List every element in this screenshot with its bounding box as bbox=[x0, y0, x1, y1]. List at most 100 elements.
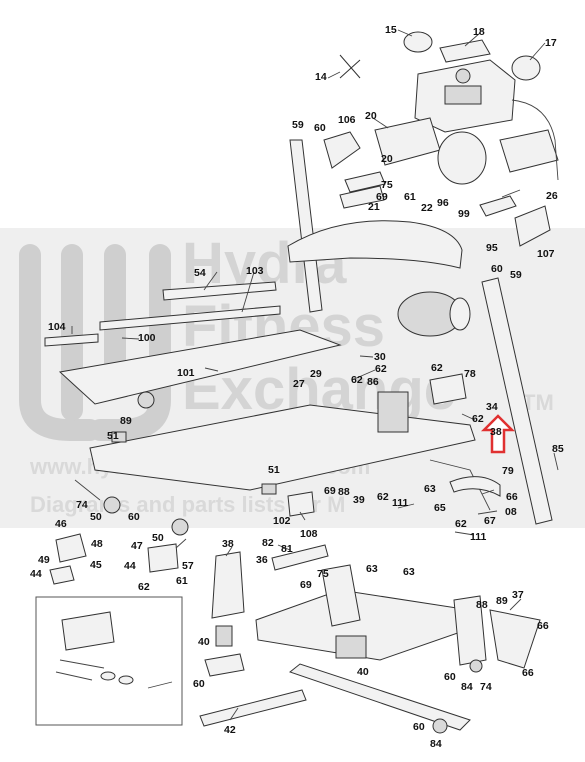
label-20b: 20 bbox=[381, 153, 393, 165]
label-38a: 38 bbox=[490, 426, 502, 438]
running-belt bbox=[58, 329, 342, 405]
frame-lower bbox=[199, 544, 541, 734]
wheel-50-right bbox=[171, 518, 189, 536]
label-89b: 89 bbox=[496, 595, 508, 607]
part-48 bbox=[55, 533, 87, 563]
label-69b: 69 bbox=[324, 485, 336, 497]
label-62g: 62 bbox=[138, 581, 150, 593]
console-top-panel bbox=[439, 39, 491, 63]
label-20a: 20 bbox=[365, 110, 377, 122]
label-14: 14 bbox=[315, 71, 327, 83]
grip-99 bbox=[479, 195, 517, 217]
label-107: 107 bbox=[537, 248, 555, 260]
cross-bar-42 bbox=[199, 689, 307, 727]
cover-106 bbox=[323, 131, 361, 169]
label-78: 78 bbox=[464, 368, 476, 380]
label-82: 82 bbox=[262, 537, 274, 549]
frame-upper bbox=[287, 139, 553, 525]
frame-links bbox=[74, 459, 491, 511]
label-21: 21 bbox=[368, 201, 380, 213]
pedal-102 bbox=[287, 491, 315, 517]
label-61a: 61 bbox=[404, 191, 416, 203]
label-84a: 84 bbox=[461, 681, 473, 693]
label-102: 102 bbox=[273, 515, 291, 527]
label-44a: 44 bbox=[30, 568, 42, 580]
grip-75 bbox=[344, 171, 386, 193]
label-40a: 40 bbox=[198, 636, 210, 648]
label-22: 22 bbox=[421, 202, 433, 214]
label-74a: 74 bbox=[76, 499, 88, 511]
label-57: 57 bbox=[182, 560, 194, 572]
label-106: 106 bbox=[338, 114, 356, 126]
key-14 bbox=[339, 54, 361, 79]
label-67: 67 bbox=[484, 515, 496, 527]
label-62a: 62 bbox=[375, 363, 387, 375]
console-screen bbox=[444, 85, 482, 105]
rail-103 bbox=[99, 305, 281, 331]
label-100: 100 bbox=[138, 332, 156, 344]
label-40b: 40 bbox=[357, 666, 369, 678]
side-plate-66 bbox=[489, 609, 541, 669]
label-51a: 51 bbox=[107, 430, 119, 442]
bracket-62 bbox=[429, 373, 467, 405]
block-40b bbox=[335, 635, 367, 659]
label-108: 108 bbox=[300, 528, 318, 540]
grip-21 bbox=[339, 185, 385, 209]
label-08: 08 bbox=[505, 506, 517, 518]
label-63b: 63 bbox=[366, 563, 378, 575]
label-60c: 60 bbox=[128, 511, 140, 523]
label-36: 36 bbox=[256, 554, 268, 566]
handlebar-frame bbox=[511, 99, 559, 181]
label-101: 101 bbox=[177, 367, 195, 379]
label-96: 96 bbox=[437, 197, 449, 209]
cup-holder-right bbox=[511, 55, 541, 81]
label-62d: 62 bbox=[472, 413, 484, 425]
label-103: 103 bbox=[246, 265, 264, 277]
clip-51b bbox=[261, 483, 277, 495]
front-roller bbox=[137, 391, 155, 409]
inset-controller bbox=[61, 611, 115, 651]
upright-right bbox=[481, 277, 553, 525]
label-60d: 60 bbox=[444, 671, 456, 683]
label-63c: 63 bbox=[403, 566, 415, 578]
label-89: 89 bbox=[120, 415, 132, 427]
label-75b: 75 bbox=[317, 568, 329, 580]
block-40 bbox=[215, 625, 233, 647]
label-74b: 74 bbox=[480, 681, 492, 693]
label-85: 85 bbox=[552, 443, 564, 455]
label-88b: 88 bbox=[476, 599, 488, 611]
label-99: 99 bbox=[458, 208, 470, 220]
label-69c: 69 bbox=[300, 579, 312, 591]
label-47: 47 bbox=[131, 540, 143, 552]
inset-wires bbox=[55, 659, 173, 689]
label-81: 81 bbox=[281, 543, 293, 555]
label-111b: 111 bbox=[470, 531, 487, 543]
label-59a: 59 bbox=[292, 119, 304, 131]
label-48: 48 bbox=[91, 538, 103, 550]
handlebar-right-grip bbox=[499, 129, 559, 173]
label-50a: 50 bbox=[90, 511, 102, 523]
elevation-arm-79 bbox=[449, 476, 501, 497]
wheel-84 bbox=[469, 659, 483, 673]
label-84b: 84 bbox=[430, 738, 442, 750]
label-79: 79 bbox=[502, 465, 514, 477]
label-60b: 60 bbox=[491, 263, 503, 275]
label-66c: 66 bbox=[522, 667, 534, 679]
label-59b: 59 bbox=[510, 269, 522, 281]
label-66a: 66 bbox=[506, 491, 518, 503]
label-54: 54 bbox=[194, 267, 206, 279]
watermark: Hydra Fitness Exchange TM www.hydrafitne… bbox=[0, 228, 585, 528]
motor-flywheel bbox=[449, 297, 471, 331]
console-assembly bbox=[323, 31, 559, 247]
cup-holder-left bbox=[403, 31, 433, 53]
part-45 bbox=[49, 565, 75, 585]
rail-top-54 bbox=[162, 281, 277, 301]
label-50b: 50 bbox=[152, 532, 164, 544]
label-63a: 63 bbox=[424, 483, 436, 495]
lift-bracket-left bbox=[321, 564, 361, 627]
label-66b: 66 bbox=[537, 620, 549, 632]
label-75a: 75 bbox=[381, 179, 393, 191]
bracket-lower bbox=[204, 653, 245, 677]
highlight-arrow bbox=[480, 414, 516, 454]
label-104: 104 bbox=[48, 321, 66, 333]
